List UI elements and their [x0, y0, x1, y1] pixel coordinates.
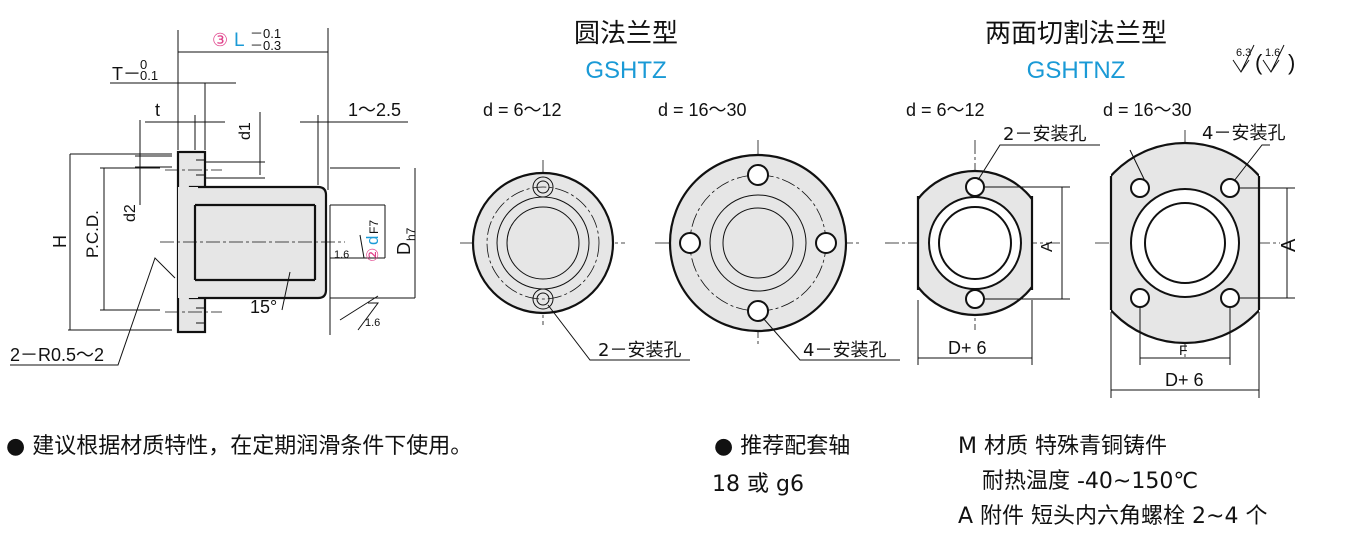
- mounting-holes-label: 2－安装孔: [598, 340, 681, 361]
- title-two-cut-flange: 两面切割法兰型: [985, 19, 1167, 49]
- pcd-label: P.C.D.: [83, 210, 102, 258]
- L-circle-marker: ③: [212, 30, 228, 51]
- mounting-holes-label: 2－安装孔: [1003, 124, 1086, 145]
- range-label: d = 16～30: [1103, 100, 1192, 120]
- H-label: H: [50, 235, 70, 248]
- D-tol: h7: [404, 227, 418, 241]
- surface-roughness-symbol: 6.3 ( 1.6 ): [1232, 44, 1295, 75]
- F-label: F: [1179, 342, 1188, 358]
- D-plus-6-label: D+ 6: [1165, 370, 1204, 390]
- D-plus-6-label: D+ 6: [948, 338, 987, 358]
- title-round-flange: 圆法兰型: [574, 19, 678, 49]
- gshtz-large-view: d = 16～30 4－安装孔: [655, 100, 900, 361]
- code-gshtz: GSHTZ: [585, 57, 666, 84]
- range-label: d = 16～30: [658, 100, 747, 120]
- mounting-holes-label: 4－安装孔: [1202, 123, 1285, 144]
- range-label: d = 6～12: [483, 100, 562, 120]
- roughness-outer: 1.6: [365, 317, 380, 329]
- material-note: M 材质 特殊青铜铸件: [958, 434, 1167, 459]
- L-label: L: [234, 30, 245, 51]
- shaft-value: 18 或 g6: [712, 472, 804, 497]
- shaft-title: ● 推荐配套轴: [714, 434, 851, 459]
- gshtnz-large-view: d = 16～30 A 4－安装孔 F D+ 6: [1095, 100, 1300, 398]
- svg-text:1.6: 1.6: [1265, 47, 1280, 59]
- range-label: d = 6～12: [906, 100, 985, 120]
- mounting-holes-label: 4－安装孔: [803, 340, 886, 361]
- t-label: t: [155, 100, 160, 120]
- svg-text:(: (: [1255, 50, 1263, 75]
- L-tol-upper: －0.1: [250, 26, 281, 41]
- d1-label: d1: [237, 122, 254, 140]
- A-label: A: [1039, 241, 1056, 252]
- T-tol-upper: 0: [140, 57, 147, 72]
- roughness-inner: 1.6: [334, 249, 349, 261]
- T-label: T－: [112, 64, 141, 84]
- d2-label: d2: [122, 204, 139, 222]
- D-label: D: [394, 242, 414, 255]
- gshtz-small-view: d = 6～12 2－安装孔: [460, 100, 690, 361]
- gshtnz-small-view: d = 6～12 A 2－安装孔 D+ 6: [885, 100, 1100, 365]
- T-tol-lower: 0.1: [140, 68, 158, 83]
- angle-label: 15°: [250, 297, 277, 317]
- radius-label: 2－R0.5～2: [10, 345, 104, 365]
- d-circle-marker: ②: [363, 248, 382, 262]
- heat-note: 耐热温度 -40~150℃: [982, 469, 1199, 494]
- A-label: A: [1278, 238, 1300, 252]
- d-label: d: [363, 236, 382, 245]
- accessory-note: A 附件 短头内六角螺栓 2~4 个: [958, 504, 1268, 529]
- code-gshtnz: GSHTNZ: [1027, 57, 1126, 84]
- d-tol: F7: [367, 220, 381, 234]
- side-view: ③ L －0.1 －0.3 T－ 0 0.1 t d1 d2 1～2.5 H P…: [10, 26, 418, 366]
- svg-text:6.3: 6.3: [1236, 47, 1251, 59]
- L-tol-lower: －0.3: [250, 38, 281, 53]
- chamfer-label: 1～2.5: [348, 100, 401, 120]
- lubrication-note: ● 建议根据材质特性，在定期润滑条件下使用。: [6, 434, 473, 459]
- svg-text:): ): [1288, 50, 1295, 75]
